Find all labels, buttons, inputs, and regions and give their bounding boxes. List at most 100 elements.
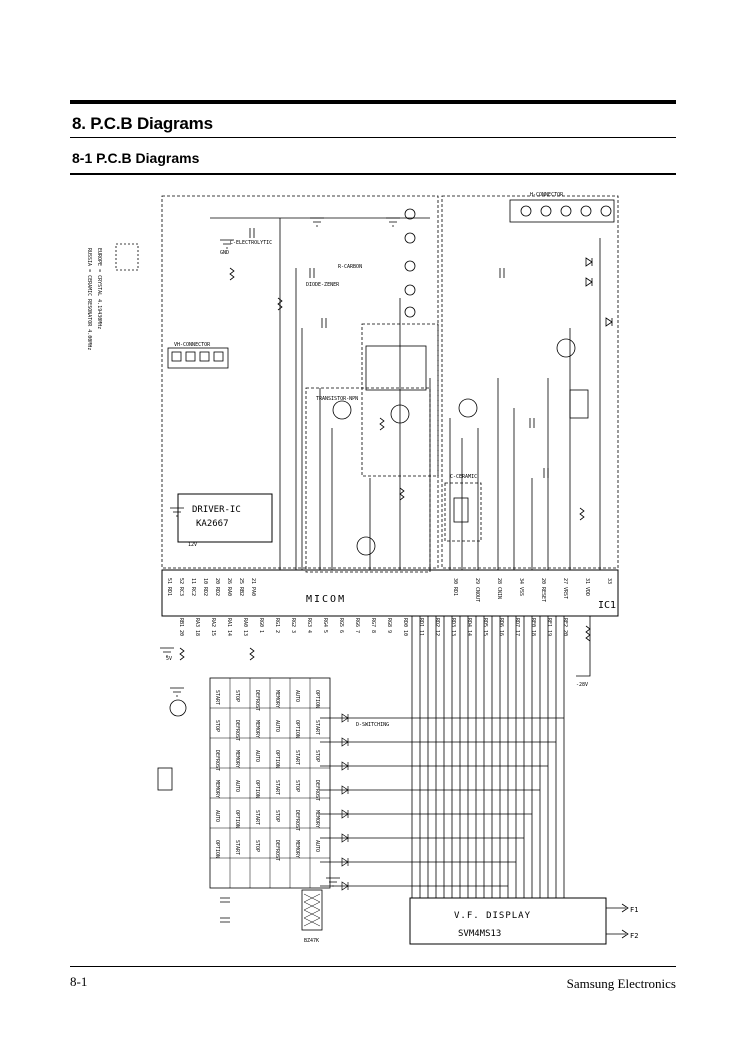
micom-pin-label: RG5 6 [338,618,344,633]
key-label: START [214,690,220,705]
key-label: DEFROST [314,780,320,801]
legend-note: RUSSIA = CERAMIC RESONATOR 4.00MHz [86,248,92,350]
micom-pin-label: RA0 13 [242,618,248,636]
h-connector-label: H-CONNECTOR [530,192,564,198]
micom-pin-label: 27 VRST [562,578,568,599]
vf-display-block [409,897,607,945]
title-rule [70,137,676,138]
micom-pin-label: RD5 15 [482,618,488,636]
ic1-label: IC1 [598,600,616,611]
driver-part-label: KA2667 [196,519,229,529]
f2-label: F2 [630,932,638,940]
micom-pin-label: RE0 18 [530,618,536,636]
power-region [161,195,439,569]
micom-pin-label: RA1 14 [226,618,232,636]
buzzer-transistor [169,699,187,717]
micom-pin-label: RG2 3 [290,618,296,633]
micom-label: MICOM [306,594,346,605]
micom-pin-label: RD1 11 [418,618,424,636]
subtitle-rule [70,173,676,175]
micom-pin-label: RG4 5 [322,618,328,633]
micom-pin-label: RG3 4 [306,618,312,633]
transistor-label: TRANSISTOR-NPN [316,396,358,402]
footer-rule [70,966,676,967]
r-carbon-label: R-CARBON [338,264,362,270]
c-electrolytic-label: C-ELECTROLYTIC [230,240,272,246]
transistor-region [305,387,431,573]
vh-connector-label: VH-CONNECTOR [174,342,211,348]
micom-pin-label: 31 VDD [584,578,590,596]
vh-connector-block [167,347,229,369]
key-label: MEMORY [294,840,300,858]
c-ceramic-label: C-CERAMIC [450,474,477,480]
bz-label: BZ47K [304,938,319,944]
key-label: AUTO [294,690,300,702]
key-label: OPTION [254,780,260,798]
v5-label: 5V [166,656,172,662]
key-label: STOP [214,720,220,732]
vneg-label: -28V [576,682,588,688]
key-label: STOP [314,750,320,762]
key-label: START [274,780,280,795]
micom-block [161,569,619,617]
key-label: STOP [254,840,260,852]
key-label: MEMORY [314,810,320,828]
key-label: AUTO [314,840,320,852]
key-label: MEMORY [274,690,280,708]
micom-pin-label: 25 RB2 [238,578,244,596]
micom-pin-label: RG1 2 [274,618,280,633]
micom-pin-label: RD6 16 [498,618,504,636]
switching-lines [320,717,564,887]
micom-pin-label: 21 PA0 [250,578,256,596]
micom-pin-label: RA3 18 [194,618,200,636]
micom-pin-label: 28 CNIN [496,578,502,599]
section-title: 8. P.C.B Diagrams [72,114,213,133]
legend-box [115,243,139,271]
vf-part-label: SVM4MS13 [458,929,501,939]
key-label: START [314,720,320,735]
legend-note-2: EUROPE = CRYSTAL 4.19430MHz [96,248,102,329]
micom-pin-label: RE2 20 [562,618,568,636]
footer-brand: Samsung Electronics [566,976,676,991]
buzzer [157,767,173,791]
micom-bus-lines [411,616,565,898]
driver-ic-block [177,493,273,543]
key-label: AUTO [274,720,280,732]
vf-display-label: V.F. DISPLAY [454,911,531,921]
micom-pin-label: RD7 17 [514,618,520,636]
driver-ic-label: DRIVER-IC [192,505,241,515]
micom-pin-label: 20 RD2 [214,578,220,596]
micom-pin-label: 52 RC3 [178,578,184,596]
key-label: OPTION [314,690,320,708]
key-label: AUTO [254,750,260,762]
key-label: START [234,840,240,855]
key-label: STOP [234,690,240,702]
key-label: OPTION [214,840,220,858]
micom-pin-label: 34 VSS [518,578,524,596]
key-label: DEFROST [274,840,280,861]
micom-pin-label: 33 [606,578,612,584]
micom-pin-label: RG0 1 [258,618,264,633]
footer-page-number: 8-1 [70,974,88,989]
key-label: AUTO [234,780,240,792]
micom-pin-label: RG7 8 [370,618,376,633]
supply-region [441,195,619,569]
key-matrix-grid [210,678,330,888]
key-label: AUTO [214,810,220,822]
key-label: MEMORY [234,750,240,768]
key-label: OPTION [294,720,300,738]
key-label: STOP [294,780,300,792]
switching-diodes [341,713,349,891]
micom-pin-label: RG6 7 [354,618,360,633]
key-label: DEFROST [294,810,300,831]
key-label: MEMORY [254,720,260,738]
micom-pin-label: 29 CNOUT [474,578,480,602]
key-label: OPTION [274,750,280,768]
micom-pin-label: 20 RESET [540,578,546,602]
micom-pin-label: 26 RA0 [226,578,232,596]
key-label: STOP [274,810,280,822]
crystal-box [444,482,482,542]
key-label: OPTION [234,810,240,828]
micom-pin-label: RD3 13 [450,618,456,636]
key-label: START [254,810,260,825]
